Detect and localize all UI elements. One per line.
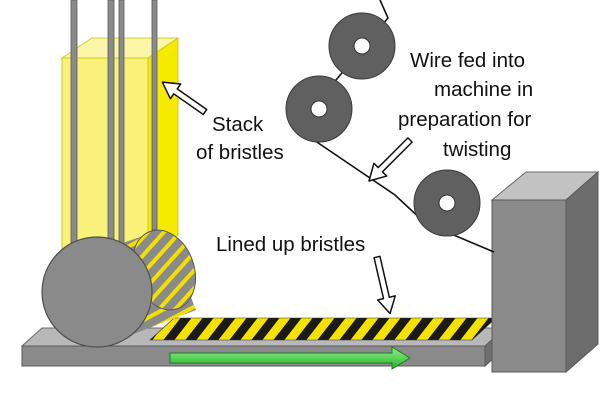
pointer-arrow-bristles	[373, 255, 396, 315]
label-wire-line3: preparation for	[398, 108, 532, 131]
label-wire-line2: machine in	[434, 78, 533, 101]
pointer-arrow-stack	[161, 81, 208, 116]
lined-up-bristles-band	[149, 317, 497, 341]
label-stack-line2: of bristles	[196, 141, 284, 164]
label-wire-line4: twisting	[443, 138, 511, 161]
direction-arrow	[169, 346, 411, 370]
label-stack-line1: Stack	[212, 113, 264, 136]
wire-roller-top	[328, 12, 396, 80]
label-wire-line1: Wire fed into	[410, 49, 525, 72]
wire-roller-middle	[285, 75, 353, 143]
wire-roller-bottom	[413, 169, 481, 237]
main-roller	[41, 229, 196, 348]
twisting-machine	[490, 170, 600, 374]
pointer-arrow-wire	[368, 137, 413, 182]
label-lined-up-bristles: Lined up bristles	[216, 233, 365, 256]
